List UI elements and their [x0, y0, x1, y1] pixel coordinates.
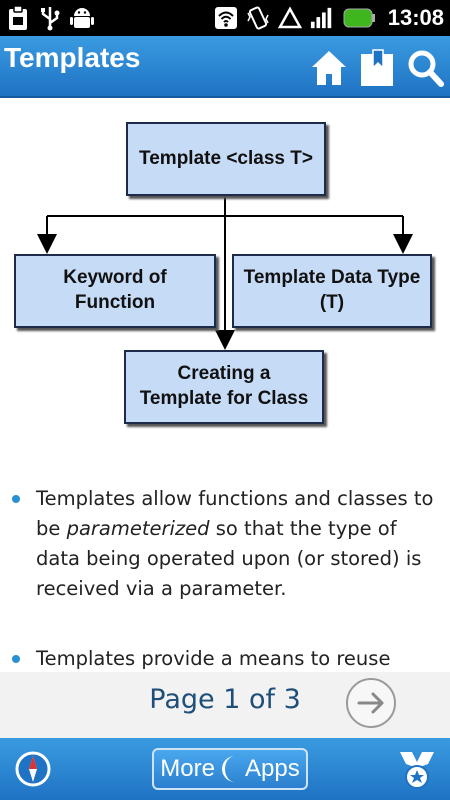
battery-icon — [342, 4, 376, 32]
app-badge-button[interactable] — [398, 748, 436, 790]
more-apps-button[interactable]: More Apps — [152, 748, 308, 790]
usb-icon — [38, 4, 62, 32]
moon-icon — [221, 756, 235, 782]
bullet-dot — [12, 495, 20, 503]
bookmark-icon — [361, 49, 393, 86]
bullet-text-part: so that the type of data being operated … — [36, 517, 422, 600]
template-diagram: Template <class T> Keyword of Function T… — [0, 118, 450, 438]
next-page-button[interactable] — [346, 678, 396, 728]
clipboard-icon — [6, 4, 30, 32]
content-area[interactable]: Template <class T> Keyword of Function T… — [0, 98, 450, 672]
status-bar: 13:08 — [0, 0, 450, 36]
signal-bars-icon — [310, 4, 334, 32]
compass-button[interactable] — [14, 750, 52, 788]
title-bar: Templates — [0, 36, 450, 98]
bullet-dot — [12, 655, 20, 663]
page-indicator: Page 1 of 3 — [149, 684, 301, 715]
page-title: Templates — [4, 42, 141, 73]
bullet-text: Templates allow functions and classes to… — [36, 484, 446, 604]
bullet-text-part: Templates allow functions and classes to… — [36, 487, 434, 540]
diagram-box-template-class: Template <class T> — [126, 122, 326, 196]
search-icon — [408, 50, 444, 87]
home-icon — [312, 51, 346, 85]
bullet-text: Templates provide a means to reuse — [36, 647, 391, 670]
bullet-emphasis: parameterized — [66, 517, 210, 540]
pager-bar: Page 1 of 3 — [0, 672, 450, 738]
android-icon — [70, 4, 94, 32]
diagram-box-keyword-of-function: Keyword of Function — [14, 254, 216, 328]
more-apps-label-apps: Apps — [244, 755, 300, 782]
bookmark-button[interactable] — [358, 46, 396, 90]
diagram-connectors — [37, 196, 413, 350]
diagram-box-template-data-type: Template Data Type (T) — [232, 254, 432, 328]
bottom-bar: More Apps — [0, 738, 450, 800]
badge-icon — [400, 752, 434, 789]
search-button[interactable] — [406, 46, 444, 90]
home-button[interactable] — [310, 46, 348, 90]
clock-time: 13:08 — [387, 5, 444, 30]
compass-icon — [15, 751, 51, 787]
wifi-icon — [214, 4, 238, 32]
diagram-box-creating-template: Creating a Template for Class — [124, 350, 324, 424]
more-apps-label-more: More — [160, 755, 215, 782]
vibrate-icon — [246, 4, 270, 32]
signal-triangle-icon — [277, 4, 302, 32]
arrow-right-icon — [357, 692, 384, 714]
